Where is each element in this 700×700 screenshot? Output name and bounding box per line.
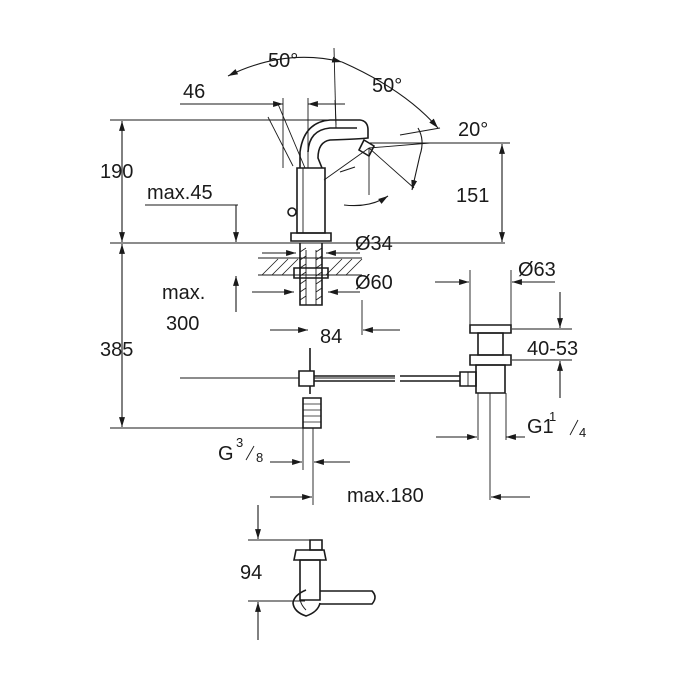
deck-hatch <box>261 258 363 276</box>
faucet-body <box>286 119 376 244</box>
label-angle-50-top: 50° <box>268 50 298 72</box>
label-angle-50-right: 50° <box>372 75 402 97</box>
label-46: 46 <box>183 81 205 103</box>
label-g1-sub: 4 <box>579 425 586 440</box>
label-300: 300 <box>166 313 199 335</box>
dim-40-53: 40-53 <box>512 292 578 398</box>
label-max180: max.180 <box>347 485 424 507</box>
label-max45: max.45 <box>147 182 213 204</box>
lever-view <box>292 539 376 617</box>
dim-g38: G 3 8 <box>218 428 350 505</box>
dim-g114: G1 1 4 <box>436 393 586 440</box>
label-g: G <box>218 443 234 465</box>
pop-up-rod <box>180 348 460 429</box>
label-g1-sup: 1 <box>549 409 556 424</box>
label-d34: Ø34 <box>355 233 393 255</box>
shank-thread <box>299 247 323 301</box>
dim-max300: max. 300 <box>162 276 239 335</box>
label-g-sup: 3 <box>236 435 243 450</box>
dim-151: 151 <box>370 142 510 242</box>
dim-max180: max.180 <box>270 485 530 507</box>
swivel-arcs <box>227 47 441 207</box>
label-g1: G1 <box>527 416 554 438</box>
label-151: 151 <box>456 185 489 207</box>
waste-assembly <box>459 324 512 500</box>
dim-46: 46 <box>180 81 345 168</box>
dim-84: 84 <box>270 300 400 348</box>
label-84: 84 <box>320 326 342 348</box>
label-d60: Ø60 <box>355 272 393 294</box>
dim-190: 190 <box>100 119 505 244</box>
label-g-sub: 8 <box>256 450 263 465</box>
dim-385: 385 <box>100 244 305 429</box>
dim-max45: max.45 <box>145 182 239 242</box>
dim-d63: Ø63 <box>435 259 556 325</box>
dim-d34: Ø34 <box>262 233 393 256</box>
label-94: 94 <box>240 562 262 584</box>
label-190: 190 <box>100 161 133 183</box>
supply-thread <box>303 403 321 423</box>
label-385: 385 <box>100 339 133 361</box>
dim-d60: Ø60 <box>252 272 393 295</box>
label-max: max. <box>162 282 205 304</box>
deck-mounting <box>258 243 363 306</box>
label-40-53: 40-53 <box>527 338 578 360</box>
label-angle-20: 20° <box>458 119 488 141</box>
dim-94: 94 <box>240 505 312 640</box>
label-d63: Ø63 <box>518 259 556 281</box>
